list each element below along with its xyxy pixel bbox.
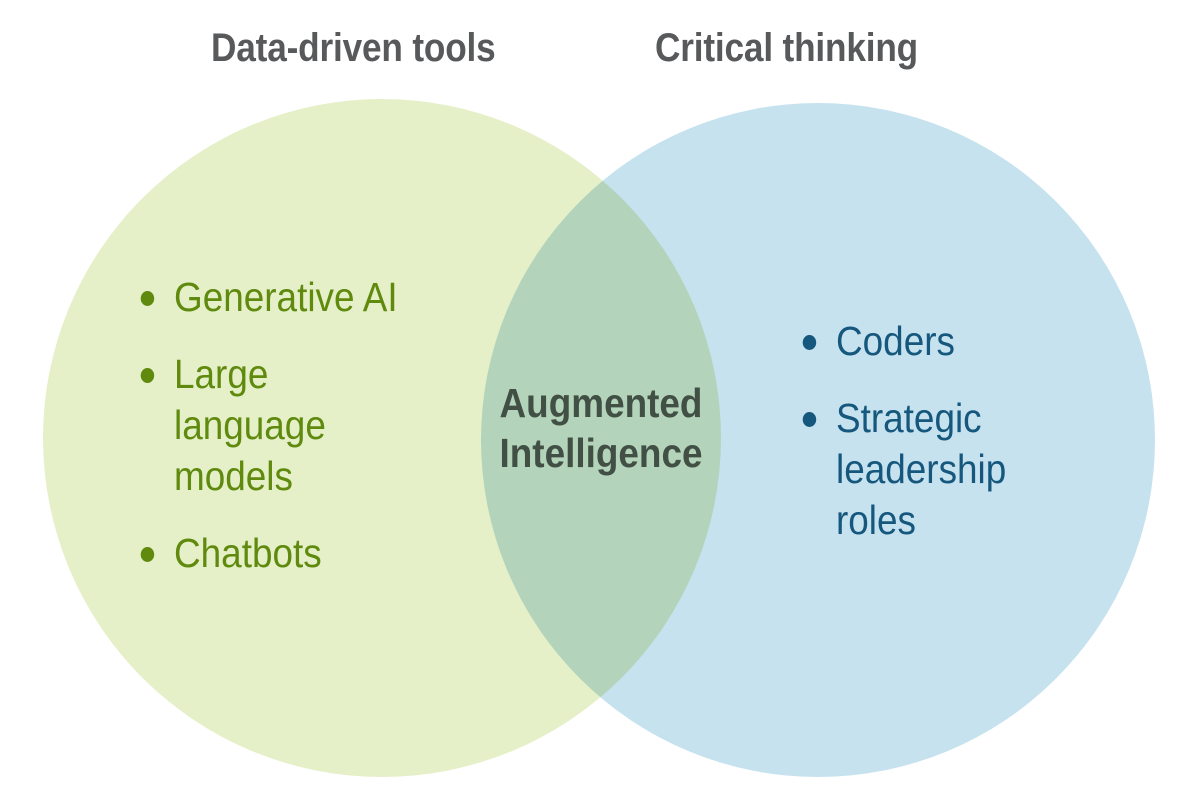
set-title-right: Critical thinking: [655, 26, 918, 70]
intersection-label-line-2: Intelligence: [499, 430, 703, 476]
list-item-label: Large language models: [174, 351, 326, 499]
list-item-label: Strategic leadership roles: [836, 395, 1007, 543]
list-item: Strategic leadership roles: [800, 393, 1070, 546]
intersection-label: Augmented Intelligence: [480, 378, 723, 478]
bullet-icon: [140, 368, 155, 383]
bullet-icon: [140, 547, 155, 562]
bullet-icon: [140, 291, 155, 306]
set-list-right: Coders Strategic leadership roles: [800, 316, 1070, 546]
bullet-icon: [802, 412, 817, 427]
list-item-label: Coders: [836, 318, 955, 364]
list-item-label: Generative AI: [174, 274, 398, 320]
intersection-label-line-1: Augmented: [499, 380, 703, 426]
set-title-left: Data-driven tools: [211, 26, 496, 70]
list-item: Coders: [800, 316, 1070, 367]
list-item-label: Chatbots: [174, 530, 322, 576]
list-item: Generative AI: [138, 272, 426, 323]
set-list-left: Generative AI Large language models Chat…: [138, 272, 426, 579]
list-item: Large language models: [138, 349, 426, 502]
venn-circle-right: [481, 103, 1155, 777]
bullet-icon: [802, 335, 817, 350]
list-item: Chatbots: [138, 528, 426, 579]
